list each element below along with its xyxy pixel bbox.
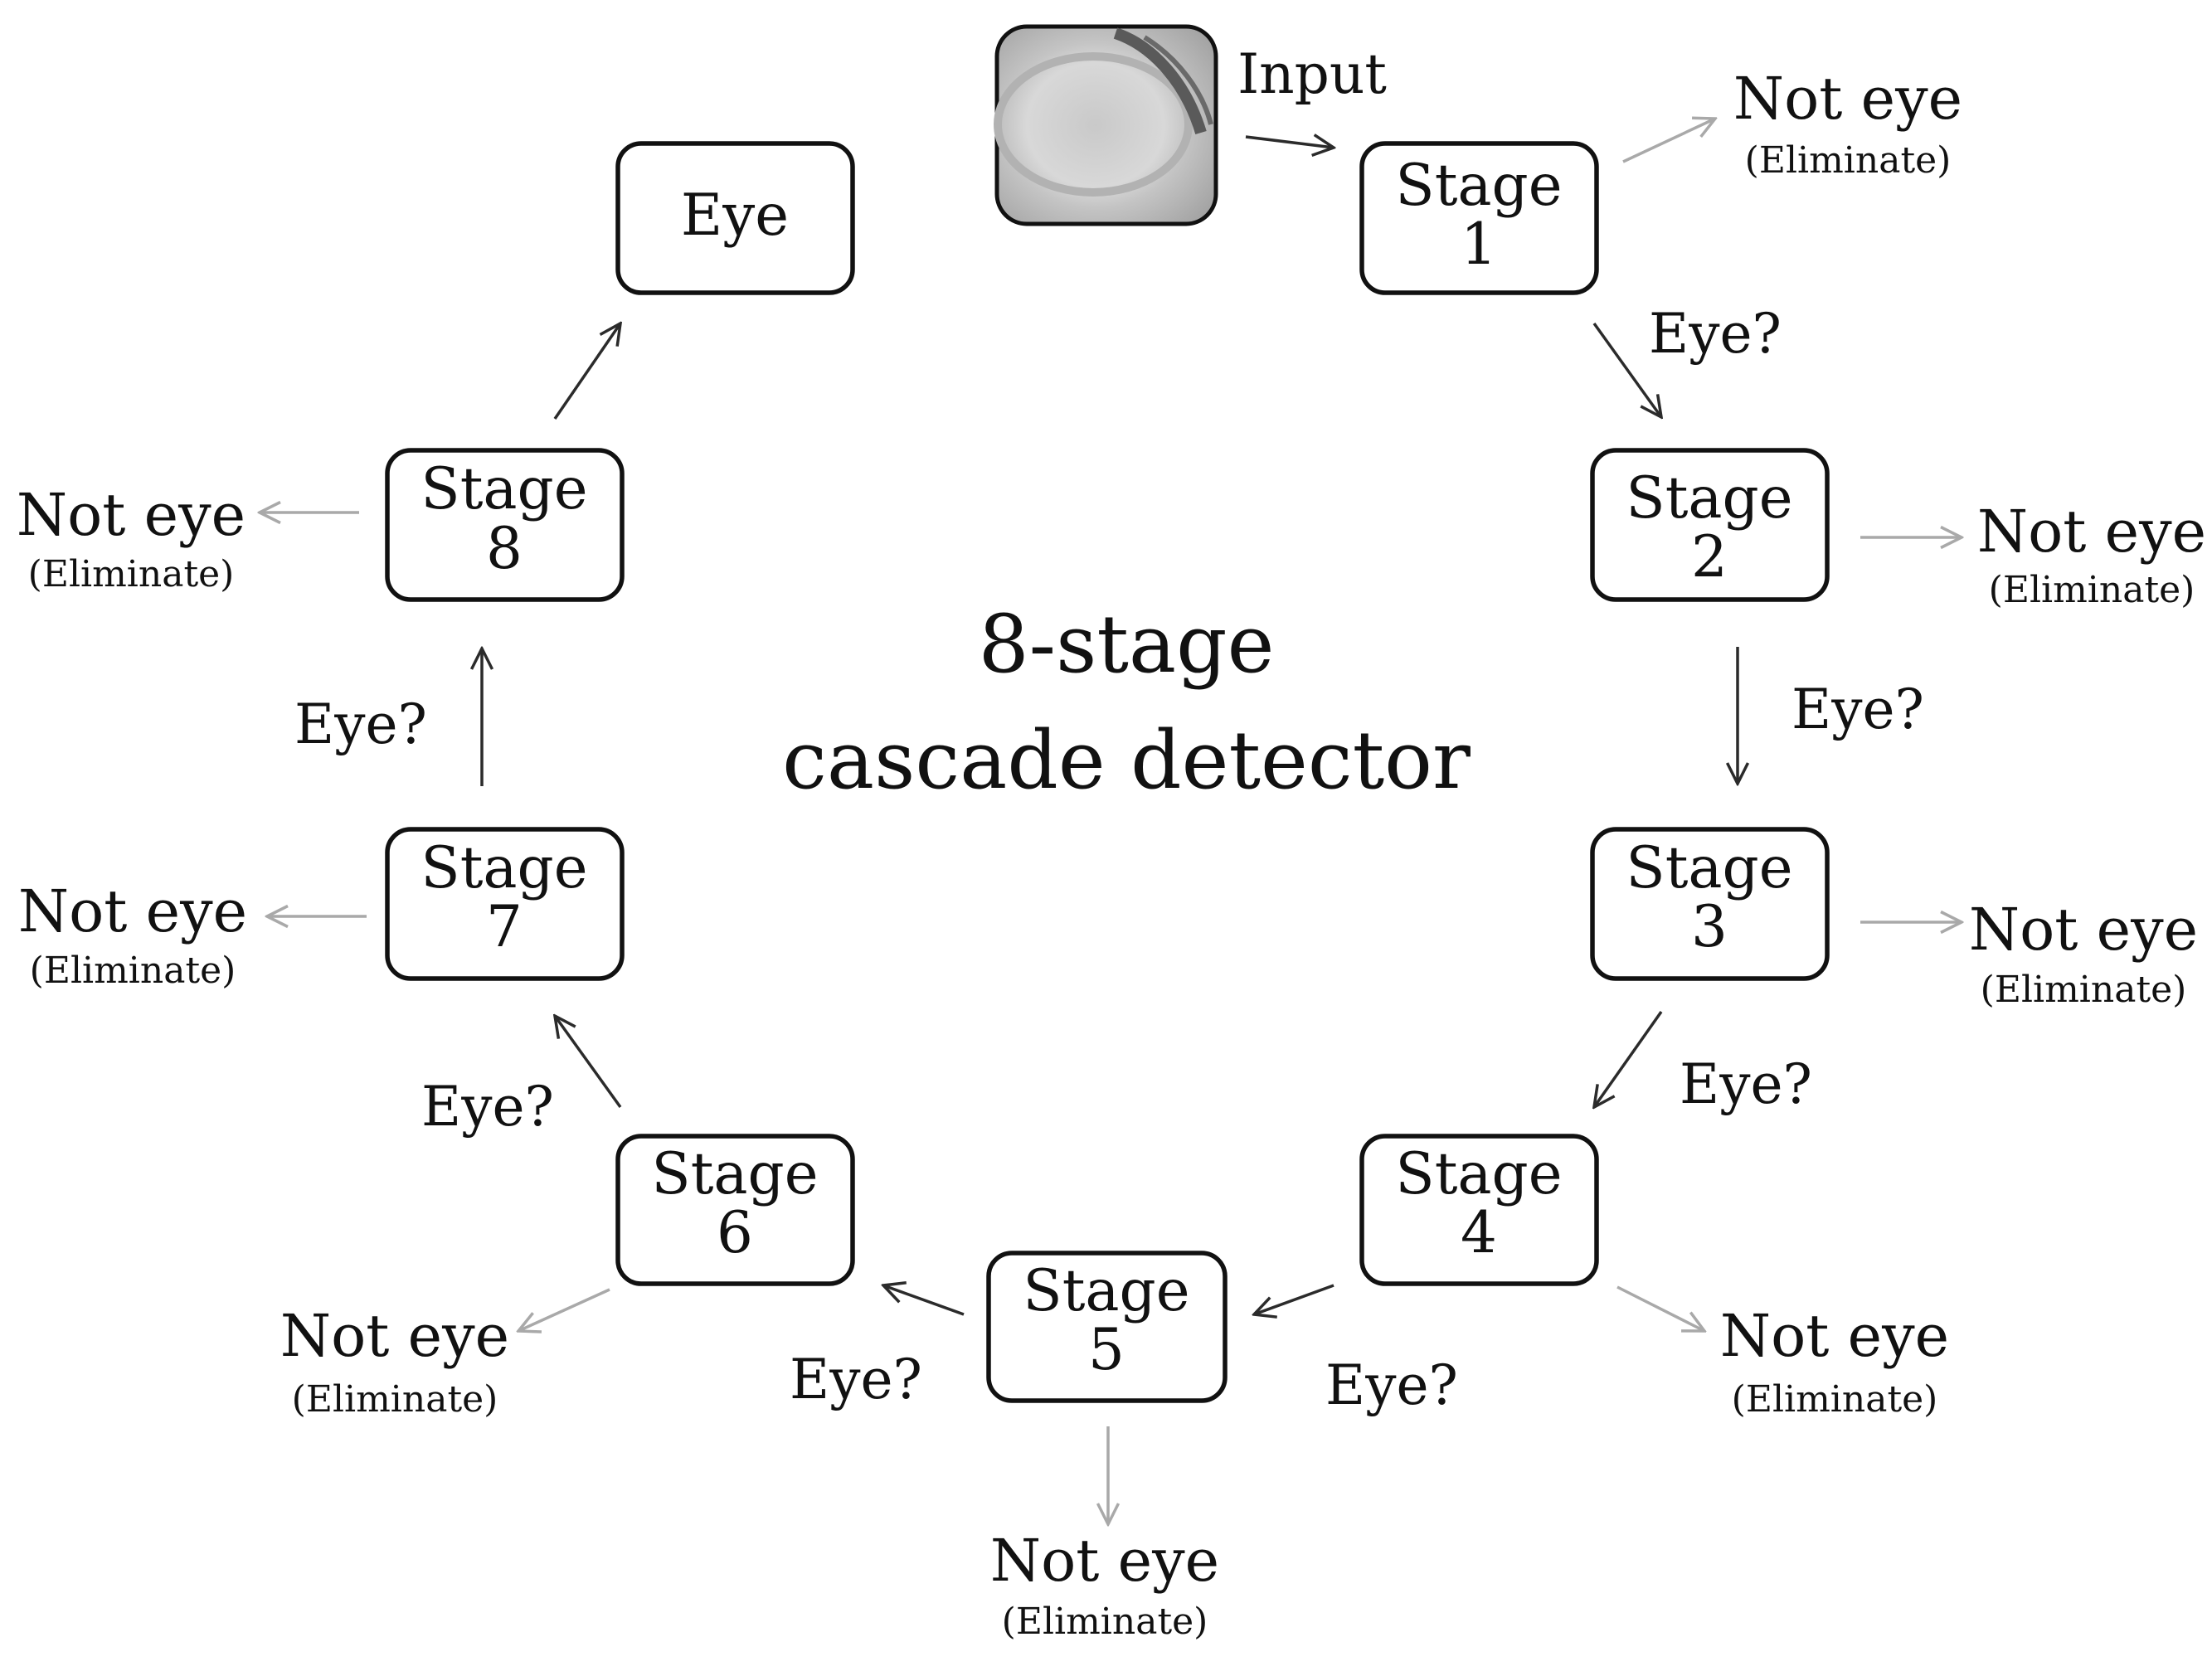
arrow-stage-3-to-stage-4 [1594, 1010, 1663, 1107]
input-eye-image [994, 24, 1218, 226]
arrow-stage-1-reject [1622, 119, 1715, 163]
stage-3-number: 3 [1691, 894, 1728, 960]
edge-label-5-6: Eye? [790, 1348, 922, 1411]
reject-label: Not eye [990, 1527, 1219, 1595]
reject-sub: (Eliminate) [292, 1378, 498, 1421]
stage-8-number: 8 [486, 516, 523, 582]
output-eye-label: Eye [681, 182, 789, 249]
arrow-stage-6-to-stage-7 [555, 1016, 622, 1109]
stage-5-label: Stage [1023, 1258, 1189, 1324]
stage-4-node: Stage 4 [1359, 1134, 1599, 1286]
diagram-title-line1: 8-stage [979, 598, 1275, 691]
reject-stage-6: Not eye (Eliminate) [280, 1302, 509, 1421]
stage-8-label: Stage [421, 456, 587, 522]
reject-label: Not eye [280, 1302, 509, 1370]
edge-label-6-7: Eye? [421, 1075, 554, 1139]
reject-label: Not eye [17, 481, 246, 549]
stage-5-node: Stage 5 [986, 1251, 1228, 1403]
reject-label: Not eye [1733, 65, 1962, 133]
reject-sub: (Eliminate) [1745, 139, 1952, 182]
reject-sub: (Eliminate) [1002, 1601, 1208, 1643]
reject-stage-1: Not eye (Eliminate) [1733, 65, 1962, 182]
arrow-stage-1-to-stage-2 [1592, 322, 1661, 417]
stage-4-number: 4 [1461, 1200, 1497, 1266]
edge-label-2-3: Eye? [1791, 678, 1924, 741]
reject-label: Not eye [1977, 498, 2206, 566]
reject-sub: (Eliminate) [1981, 969, 2187, 1011]
reject-stage-8: Not eye (Eliminate) [17, 481, 246, 595]
edge-label-4-5: Eye? [1325, 1353, 1458, 1417]
edge-label-7-8: Eye? [294, 692, 427, 756]
stage-8-node: Stage 8 [385, 448, 625, 602]
stage-3-node: Stage 3 [1590, 827, 1830, 981]
reject-sub: (Eliminate) [1989, 569, 2195, 611]
stage-4-label: Stage [1395, 1141, 1562, 1207]
stage-7-node: Stage 7 [385, 827, 625, 981]
stage-2-node: Stage 2 [1590, 448, 1830, 602]
stage-6-node: Stage 6 [615, 1134, 855, 1286]
arrow-input-to-stage-1 [1245, 137, 1334, 148]
reject-label: Not eye [18, 877, 247, 945]
stage-2-label: Stage [1626, 465, 1792, 532]
stage-3-label: Stage [1626, 835, 1792, 901]
stage-5-number: 5 [1088, 1317, 1125, 1383]
stage-1-node: Stage 1 [1359, 141, 1599, 295]
reject-label: Not eye [1720, 1302, 1949, 1370]
stage-1-number: 1 [1461, 211, 1497, 278]
edge-label-1-2: Eye? [1649, 302, 1782, 366]
reject-stage-4: Not eye (Eliminate) [1720, 1302, 1949, 1421]
stage-1-label: Stage [1395, 153, 1562, 219]
arrow-stage-6-reject [518, 1288, 610, 1331]
reject-stage-3: Not eye (Eliminate) [1969, 896, 2198, 1011]
stage-7-label: Stage [421, 835, 587, 901]
reject-sub: (Eliminate) [28, 553, 235, 595]
reject-stage-2: Not eye (Eliminate) [1977, 498, 2206, 611]
reject-sub: (Eliminate) [1732, 1378, 1938, 1421]
stage-6-number: 6 [717, 1200, 753, 1266]
input-label: Input [1237, 42, 1387, 106]
reject-label: Not eye [1969, 896, 2198, 964]
reject-stage-7: Not eye (Eliminate) [18, 877, 247, 992]
diagram-title-line2: cascade detector [782, 714, 1471, 807]
arrow-stage-4-reject [1616, 1285, 1704, 1331]
arrow-stage-4-to-stage-5 [1254, 1284, 1334, 1314]
edge-label-3-4: Eye? [1680, 1052, 1812, 1116]
stage-2-number: 2 [1691, 524, 1728, 590]
output-eye-node: Eye [615, 141, 855, 295]
arrow-stage-5-to-stage-6 [883, 1285, 965, 1316]
stage-7-number: 7 [486, 894, 523, 960]
reject-sub: (Eliminate) [30, 950, 236, 992]
reject-stage-5: Not eye (Eliminate) [990, 1527, 1219, 1643]
stage-6-label: Stage [651, 1141, 818, 1207]
arrow-stage-8-to-eye [553, 323, 620, 420]
